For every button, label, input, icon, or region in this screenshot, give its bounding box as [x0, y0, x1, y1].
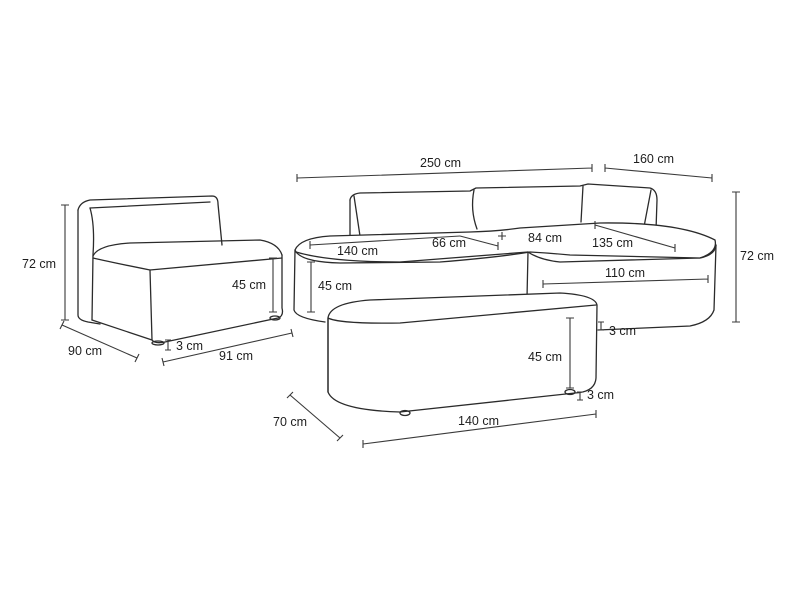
ottoman-length-label: 140 cm	[458, 414, 499, 428]
ottoman-depth-label: 70 cm	[273, 415, 308, 429]
sofa-height-label: 72 cm	[740, 249, 775, 263]
sofa-seat-length-left-label: 140 cm	[337, 244, 378, 258]
sofa-side-depth-label: 160 cm	[633, 152, 674, 166]
armless-chair-dimensions	[59, 204, 294, 367]
chair-depth-label: 90 cm	[68, 344, 103, 358]
sofa-total-width-label: 250 cm	[420, 156, 461, 170]
ottoman-height-label: 45 cm	[528, 350, 563, 364]
sofa-leg-height-label: 3 cm	[609, 324, 637, 338]
sofa-chaise-width-label: 110 cm	[605, 266, 646, 280]
sofa-seat-length-right-label: 135 cm	[592, 236, 633, 250]
chair-height-label: 72 cm	[22, 257, 57, 271]
ottoman-drawing	[327, 292, 598, 417]
ottoman-leg-height-label: 3 cm	[587, 388, 615, 402]
corner-sofa-drawing	[293, 183, 717, 331]
chair-leg-height-label: 3 cm	[176, 339, 204, 353]
sofa-seat-height-label: 45 cm	[318, 279, 353, 293]
chair-width-label: 91 cm	[219, 349, 254, 363]
armless-chair-drawing	[77, 195, 284, 346]
chair-seat-height-label: 45 cm	[232, 278, 267, 292]
sofa-seat-depth-corner-label: 84 cm	[528, 231, 563, 245]
corner-sofa-dimensions	[296, 164, 740, 331]
ottoman-dimensions	[286, 317, 597, 448]
sofa-seat-depth-left-label: 66 cm	[432, 236, 467, 250]
